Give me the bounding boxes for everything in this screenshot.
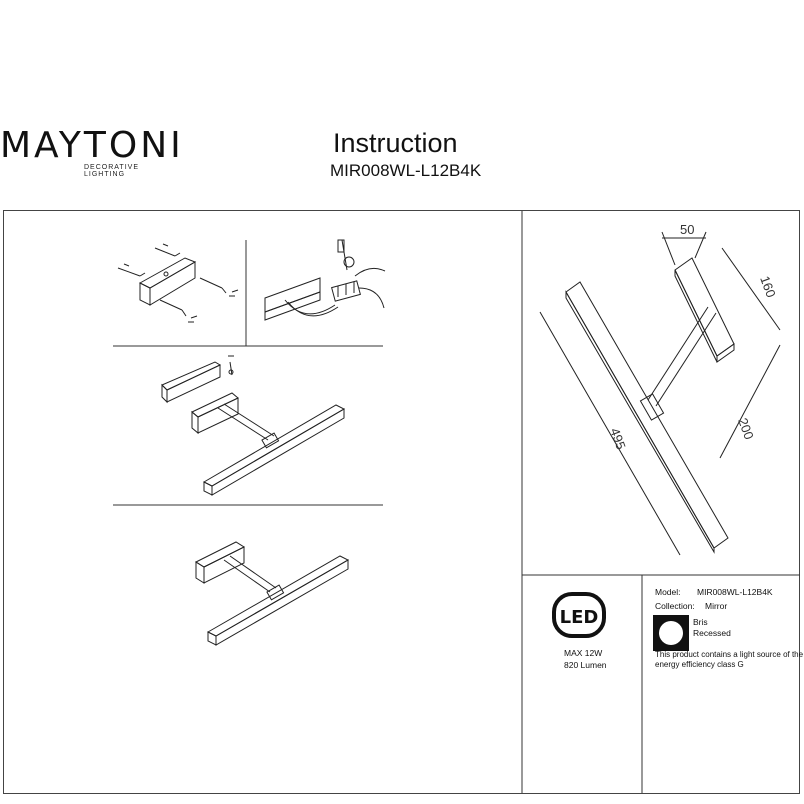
model-code: MIR008WL-L12B4K [330, 161, 482, 180]
led-label: LED [560, 607, 599, 628]
dim-base-label: 160 [757, 274, 779, 300]
led-icon: LED [552, 592, 606, 638]
recessed-mount-circle [659, 621, 683, 645]
brand-name: MAYTONI [0, 125, 184, 166]
page-title: Instruction [333, 128, 458, 158]
brand-logo: MAYTONI DECORATIVE LIGHTING [0, 125, 184, 179]
mount-type: Recessed [693, 628, 731, 638]
step4-final-illustration [194, 541, 350, 646]
brand-tagline: DECORATIVE LIGHTING [84, 164, 139, 178]
step3-mounting-illustration [161, 355, 346, 496]
dim-length-label: 495 [607, 426, 629, 452]
model-value: MIR008WL-L12B4K [697, 587, 773, 597]
dimension-drawing [539, 231, 781, 556]
power-text: MAX 12W [564, 648, 603, 658]
product-name: Bris [693, 617, 708, 627]
dim-line-length [539, 311, 681, 556]
dim-line-base [721, 247, 781, 331]
lumen-text: 820 Lumen [564, 660, 607, 670]
instruction-frame [3, 210, 800, 794]
step1-bracket-illustration [117, 243, 239, 323]
dim-depth-label: 50 [680, 222, 694, 237]
dim-line-arm [719, 344, 781, 459]
model-label: Model: [655, 587, 681, 597]
collection-label: Collection: [655, 601, 695, 611]
collection-value: Mirror [705, 601, 728, 611]
dim-arm-label: 200 [735, 416, 757, 442]
step2-wiring-illustration [264, 239, 386, 321]
energy-line-1: This product contains a light source of … [655, 650, 804, 659]
energy-line-2: energy efficiency class G [655, 660, 744, 669]
